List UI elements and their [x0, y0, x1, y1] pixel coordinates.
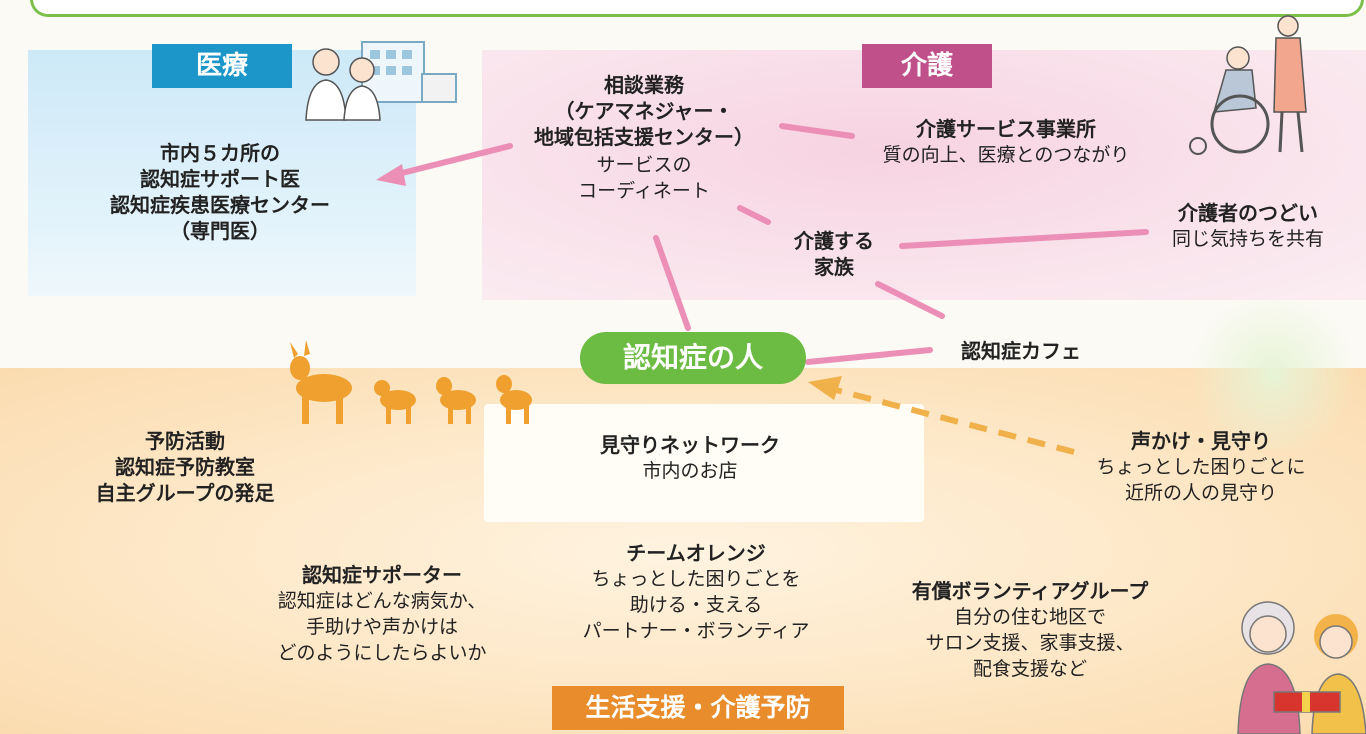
link-consult-medical [395, 143, 513, 177]
deer-family-illustration [290, 340, 532, 424]
link-family-meet [899, 229, 1149, 249]
link-consult-center [653, 235, 691, 331]
dashed-arrowhead [808, 376, 842, 400]
supporter-block: 認知症サポーター 認知症はどんな病気か、 手助けや声かけは どのようにしたらよい… [277, 563, 487, 664]
link-arrowhead [376, 164, 406, 186]
care-region [482, 50, 1366, 300]
link-consult-family [737, 205, 771, 225]
prevention-block: 予防活動 認知症予防教室 自主グループの発足 [95, 429, 275, 505]
family-block: 介護する 家族 [794, 229, 874, 279]
care-header: 介護 [862, 44, 992, 88]
neighbors-block: 声かけ・見守り ちょっとした困りごとに 近所の人の見守り [1096, 429, 1306, 504]
link-consult-careservice [779, 123, 855, 139]
dashed-link-neighbors [835, 387, 1075, 455]
dementia-cafe: 認知症カフェ [961, 339, 1081, 363]
life-support-header: 生活支援・介護予防 [552, 686, 844, 730]
volunteer-block: 有償ボランティアグループ 自分の住む地区で サロン支援、家事支援、 配食支援など [911, 579, 1149, 680]
green-accent [1180, 300, 1366, 450]
medical-region [28, 50, 416, 296]
link-family-cafe [875, 281, 945, 319]
watch-network-block: 見守りネットワーク 市内のお店 [600, 433, 780, 482]
team-orange-block: チームオレンジ ちょっとした困りごとを 助ける・支える パートナー・ボランティア [582, 541, 810, 642]
caregiver-meet-block: 介護者のつどい 同じ気持ちを共有 [1171, 201, 1324, 250]
center-person: 認知症の人 [580, 332, 806, 384]
link-center-cafe [805, 347, 933, 365]
medical-text: 市内５カ所の 認知症サポート医 認知症疾患医療センター （専門医） [110, 141, 330, 243]
medical-header: 医療 [152, 44, 292, 88]
wheelchair-caregiver-illustration [1189, 15, 1307, 155]
consultation-block: 相談業務 （ケアマネジャー・ 地域包括支援センター） サービスの コーディネート [534, 73, 754, 202]
care-service-block: 介護サービス事業所 質の向上、医療とのつながり [882, 117, 1130, 166]
elderly-gift-illustration [1237, 601, 1366, 734]
doctors-hospital-illustration [305, 41, 457, 121]
watch-network-panel [484, 404, 924, 522]
